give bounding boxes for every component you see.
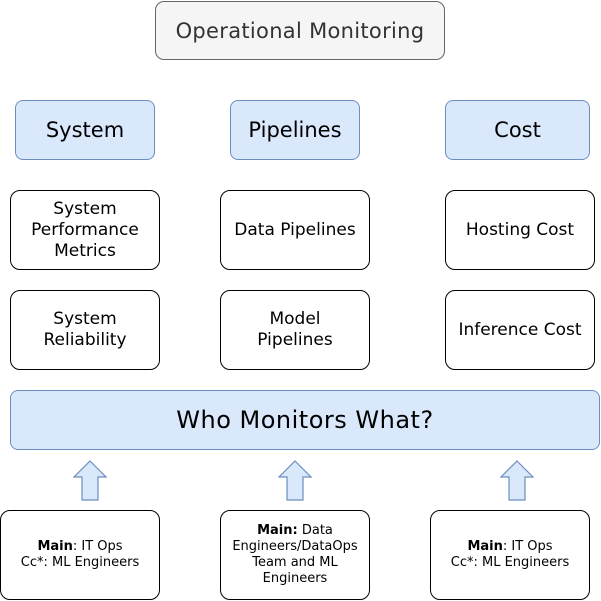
up-arrow-icon: [278, 460, 312, 501]
diagram-title: Operational Monitoring: [155, 1, 445, 60]
owner-cc-line: Cc*: ML Engineers: [20, 555, 140, 570]
item-label: Data Pipelines: [234, 219, 356, 240]
owner-main-line: Main: Data Engineers/DataOps Team and ML…: [227, 523, 363, 587]
owner-system: Main: IT Ops Cc*: ML Engineers: [0, 510, 160, 600]
owner-main-value: Data Engineers/DataOps Team and ML Engin…: [232, 523, 358, 586]
header-system: System: [15, 100, 155, 160]
item-data-pipelines: Data Pipelines: [220, 190, 370, 270]
item-hosting-cost: Hosting Cost: [445, 190, 595, 270]
owner-main-value: IT Ops: [511, 539, 553, 554]
who-monitors-banner: Who Monitors What?: [10, 390, 600, 450]
item-label: Hosting Cost: [465, 219, 575, 240]
owner-cost: Main: IT Ops Cc*: ML Engineers: [430, 510, 590, 600]
owner-main-line: Main: IT Ops: [37, 539, 122, 555]
header-system-label: System: [45, 118, 125, 142]
item-system-performance-metrics: System Performance Metrics: [10, 190, 160, 270]
up-arrow-icon: [73, 460, 107, 501]
owner-main-label: Main: [37, 539, 73, 554]
header-cost: Cost: [445, 100, 590, 160]
header-pipelines: Pipelines: [230, 100, 360, 160]
item-inference-cost: Inference Cost: [445, 290, 595, 370]
header-pipelines-label: Pipelines: [248, 118, 342, 142]
diagram-title-text: Operational Monitoring: [175, 18, 425, 43]
owner-main-separator: :: [72, 539, 82, 554]
owner-cc-line: Cc*: ML Engineers: [450, 555, 570, 570]
item-label: Model Pipelines: [257, 309, 333, 350]
owner-pipelines: Main: Data Engineers/DataOps Team and ML…: [220, 510, 370, 600]
owner-main-label: Main: [467, 539, 503, 554]
item-system-reliability: System Reliability: [10, 290, 160, 370]
header-cost-label: Cost: [494, 118, 541, 142]
item-label: System Reliability: [43, 309, 127, 350]
owner-main-label: Main:: [257, 523, 298, 538]
up-arrow-icon: [500, 460, 534, 501]
item-label: Inference Cost: [458, 319, 582, 340]
item-label: System Performance Metrics: [31, 198, 139, 261]
banner-text: Who Monitors What?: [176, 406, 434, 434]
owner-main-separator: :: [502, 539, 512, 554]
item-model-pipelines: Model Pipelines: [220, 290, 370, 370]
owner-main-line: Main: IT Ops: [467, 539, 552, 555]
owner-main-value: IT Ops: [81, 539, 123, 554]
